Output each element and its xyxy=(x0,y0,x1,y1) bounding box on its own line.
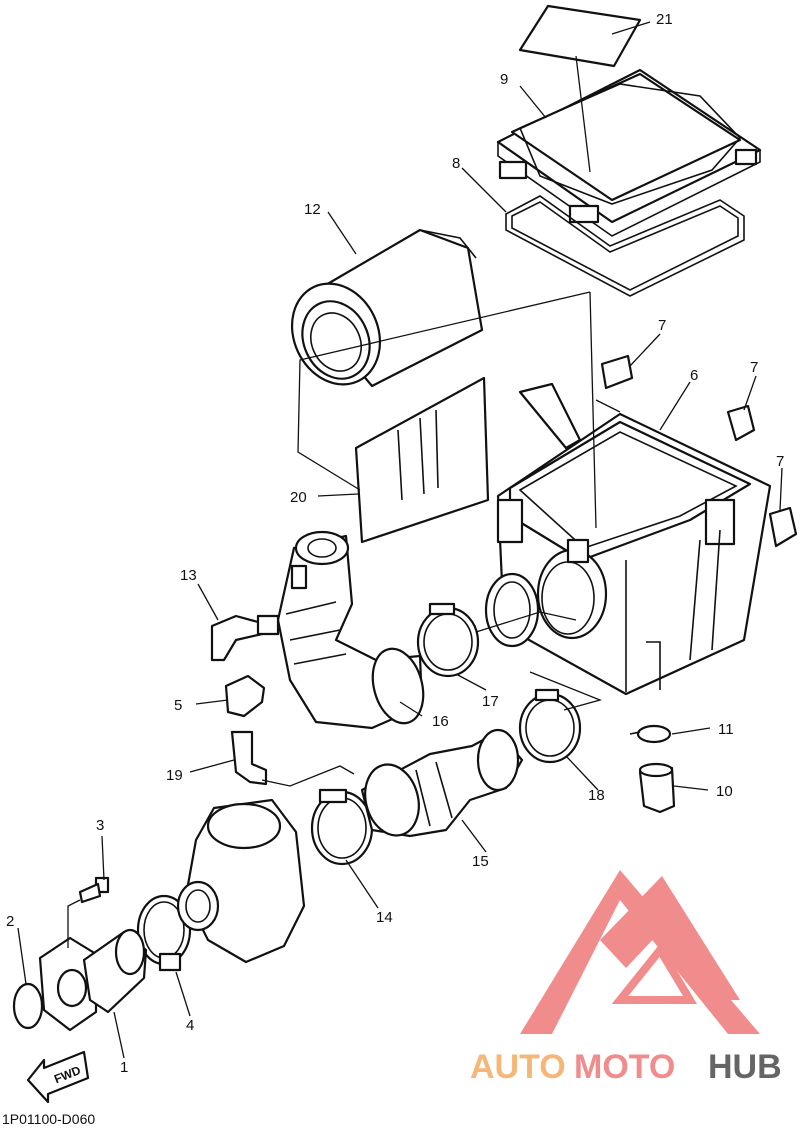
callout-17: 17 xyxy=(482,693,499,710)
callout-11: 11 xyxy=(718,721,734,738)
part-10-drain-cap xyxy=(638,762,676,814)
part-17-clamp xyxy=(416,602,480,678)
callout-12: 12 xyxy=(304,201,321,218)
automotohub-watermark: AUTO MOTO HUB xyxy=(470,870,782,1086)
part-2-o-ring xyxy=(12,982,44,1030)
part-3-bolt xyxy=(78,876,110,904)
watermark-word-hub: HUB xyxy=(708,1048,782,1086)
callout-15: 15 xyxy=(472,853,489,870)
part-18-clamp xyxy=(518,688,582,764)
callout-18: 18 xyxy=(588,787,605,804)
part-1-intake-joint xyxy=(38,928,148,1032)
part-16-intake-hose xyxy=(276,530,425,730)
part-14-clamp xyxy=(310,788,374,866)
part-5-cap xyxy=(224,674,266,718)
part-4-clamp xyxy=(136,894,192,972)
part-9-cover xyxy=(496,68,762,237)
callout-7b: 7 xyxy=(750,359,758,376)
callout-3: 3 xyxy=(96,817,104,834)
part-7-clips xyxy=(600,354,798,548)
diagram-code: 1P01100-D060 xyxy=(2,1111,95,1127)
callout-labels: 21 9 8 12 7 7 6 7 20 13 5 17 16 11 19 10… xyxy=(6,11,784,1076)
watermark-word-auto: AUTO xyxy=(470,1048,566,1086)
callout-20: 20 xyxy=(290,489,307,506)
part-15-joint xyxy=(360,728,524,838)
callout-21: 21 xyxy=(656,11,673,28)
carburetor xyxy=(176,798,306,964)
callout-19: 19 xyxy=(166,767,183,784)
callout-8: 8 xyxy=(452,155,460,172)
callout-6: 6 xyxy=(690,367,698,384)
callout-10: 10 xyxy=(716,783,733,800)
callout-7a: 7 xyxy=(658,317,666,334)
callout-2: 2 xyxy=(6,913,14,930)
fwd-arrow: FWD xyxy=(26,1050,90,1104)
callout-7c: 7 xyxy=(776,453,784,470)
part-20-plate xyxy=(354,376,490,544)
callout-14: 14 xyxy=(376,909,393,926)
part-21-label xyxy=(518,4,642,68)
callout-5: 5 xyxy=(174,697,182,714)
part-12-filter-element xyxy=(290,228,484,388)
part-6-air-box-case xyxy=(484,382,772,696)
part-8-seal xyxy=(505,195,745,297)
part-13-elbow xyxy=(210,614,280,662)
callout-4: 4 xyxy=(186,1017,194,1034)
watermark-word-moto: MOTO xyxy=(574,1048,675,1086)
callout-13: 13 xyxy=(180,567,197,584)
callout-16: 16 xyxy=(432,713,449,730)
callout-1: 1 xyxy=(120,1059,128,1076)
automotohub-logo-mark xyxy=(520,870,760,1034)
part-11-clip xyxy=(629,724,672,744)
callout-9: 9 xyxy=(500,71,508,88)
leader-lines xyxy=(17,21,783,1059)
part-19-fitting xyxy=(230,730,268,786)
